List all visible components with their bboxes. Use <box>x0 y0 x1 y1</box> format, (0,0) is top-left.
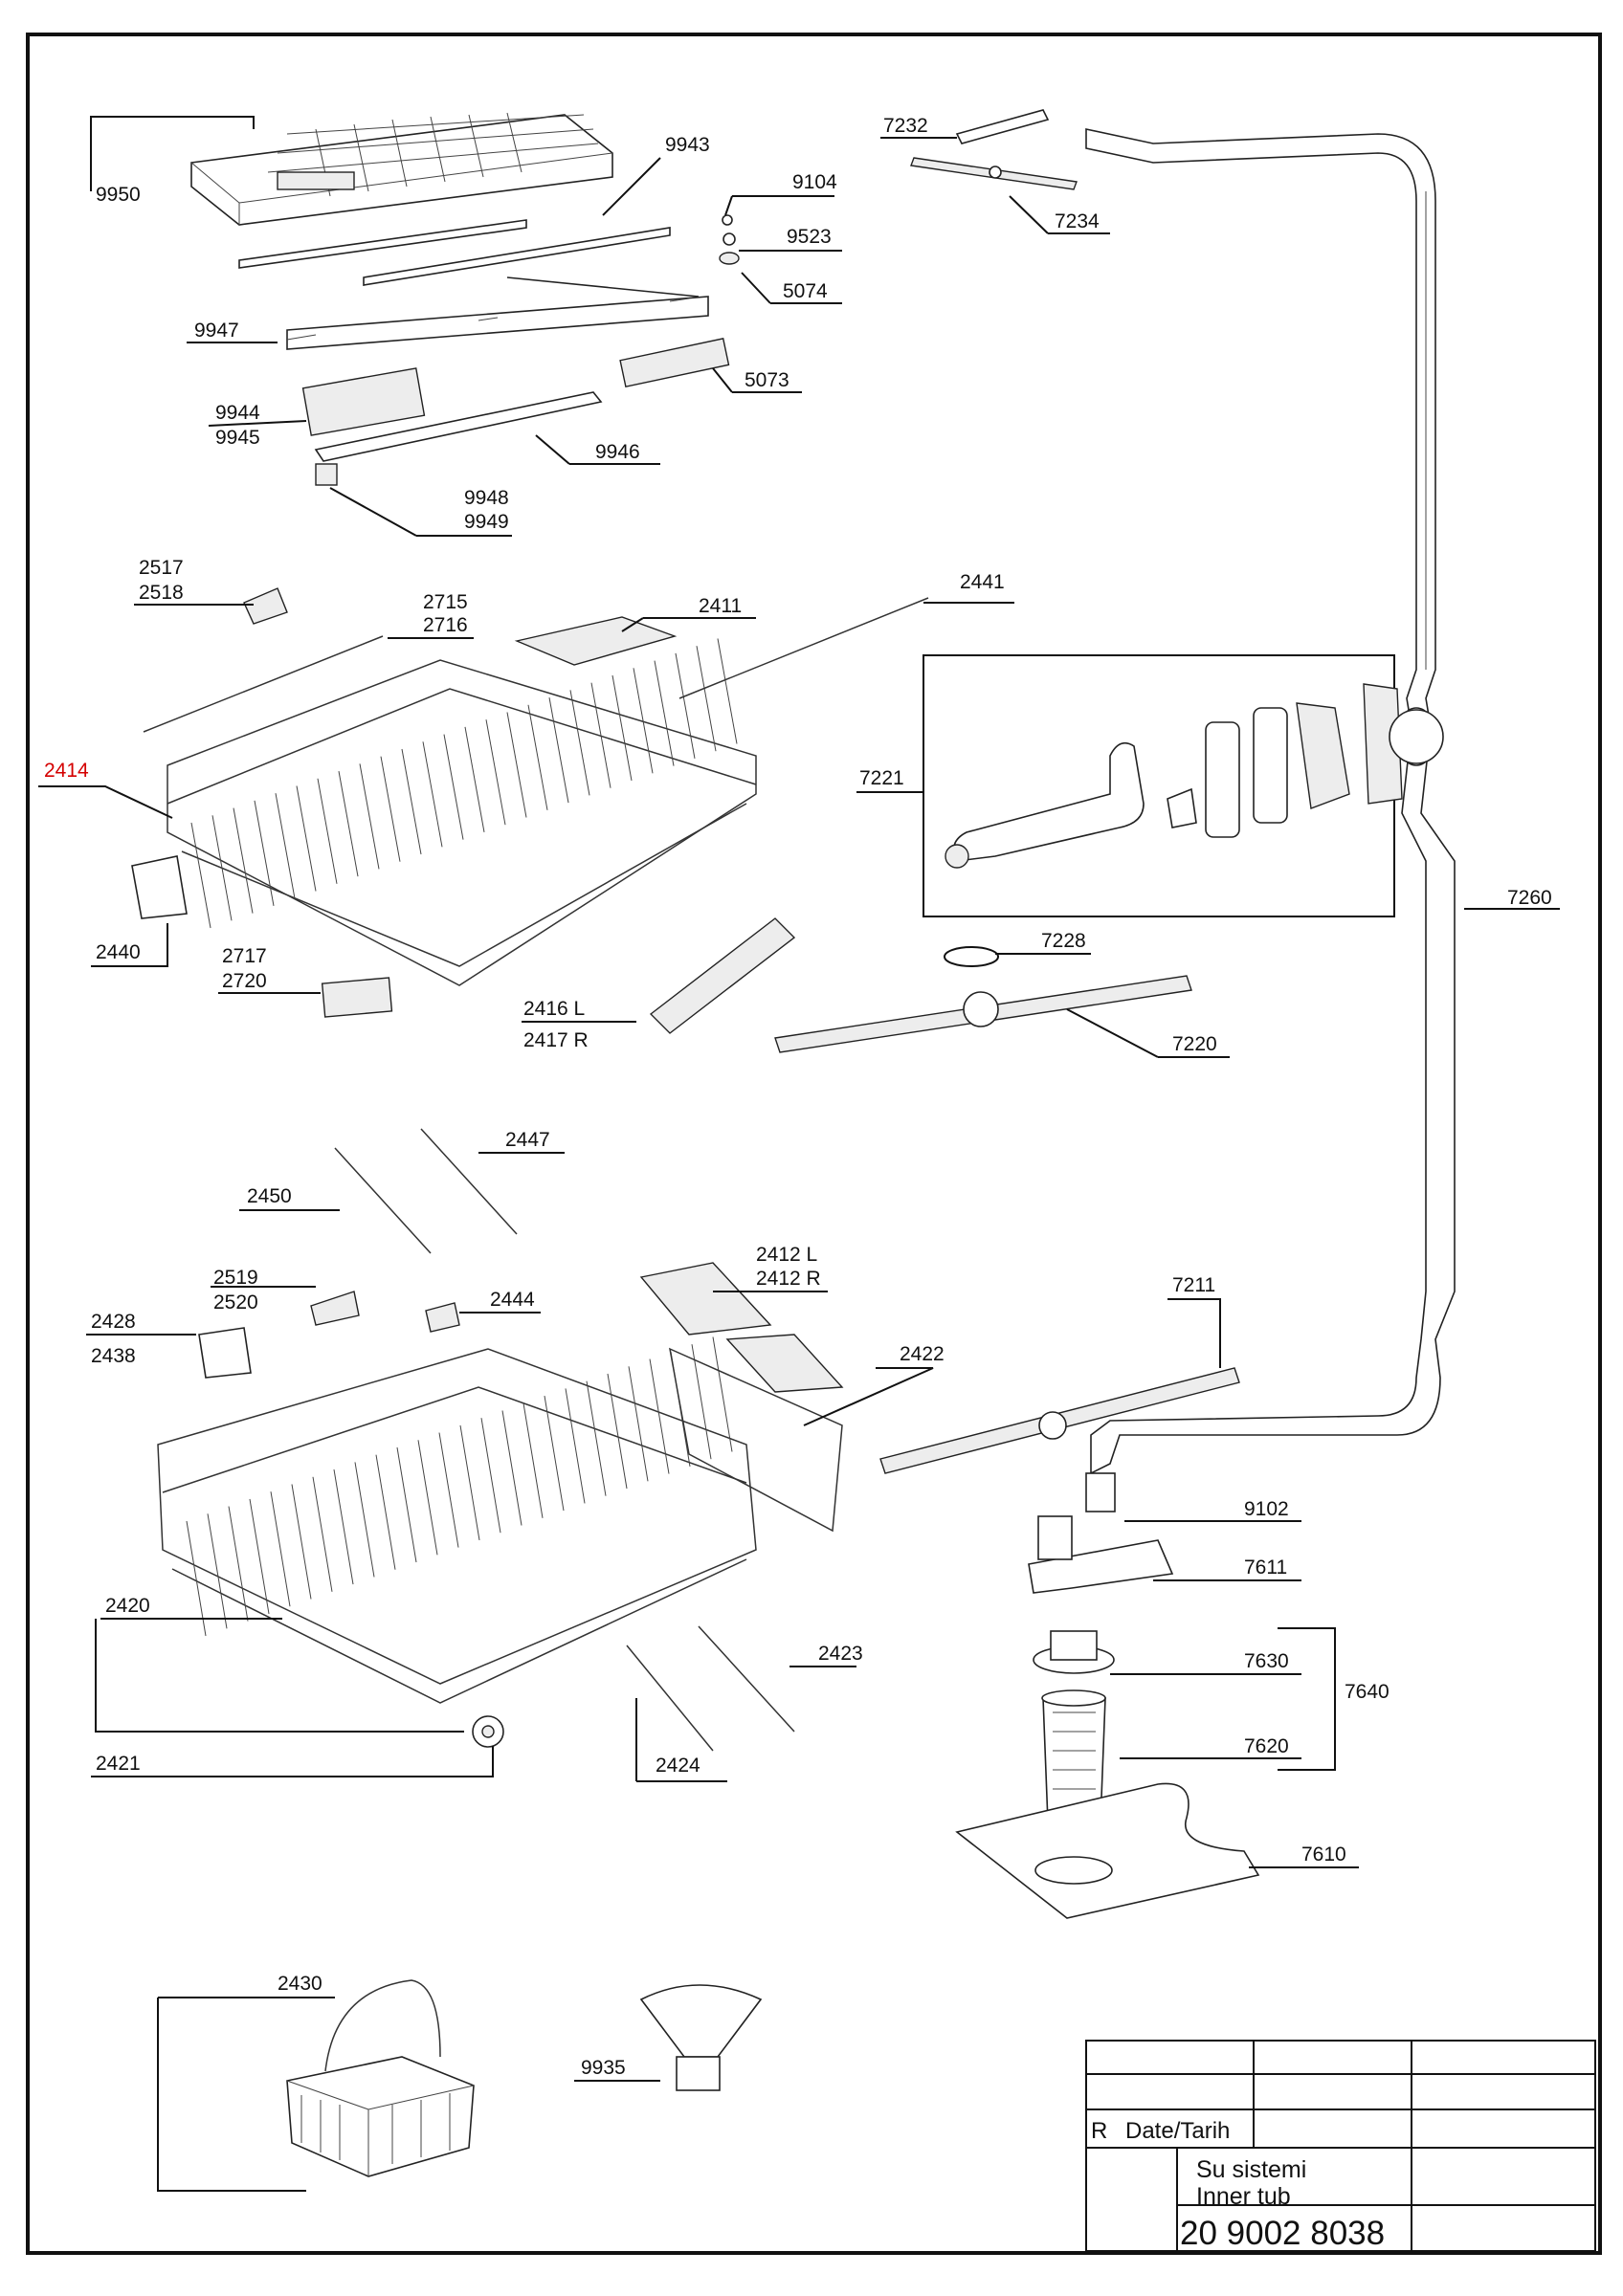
lower-spray-arm-sump <box>879 1367 1260 1919</box>
title-block-drawing-number: 20 9002 8038 <box>1180 2215 1385 2252</box>
title-block-revision: R <box>1091 2118 1107 2144</box>
leader-line-5073-b <box>712 367 733 393</box>
part-label-7232: 7232 <box>883 115 928 137</box>
leader-line-7640 <box>1278 1627 1336 1771</box>
part-label-7620: 7620 <box>1244 1735 1289 1757</box>
part-label-2520: 2520 <box>213 1292 258 1314</box>
part-label-2450: 2450 <box>247 1185 292 1207</box>
leader-line-2440 <box>91 923 168 967</box>
part-label-2414: 2414 <box>44 760 89 782</box>
part-label-2417r: 2417 R <box>523 1029 589 1051</box>
middle-spray-arm <box>774 946 1192 1053</box>
part-label-7221: 7221 <box>859 767 904 789</box>
part-label-9948: 9948 <box>464 487 509 509</box>
part-label-9102: 9102 <box>1244 1498 1289 1520</box>
part-label-9104: 9104 <box>792 171 837 193</box>
part-label-2447: 2447 <box>505 1129 550 1151</box>
part-label-2422: 2422 <box>900 1343 945 1365</box>
part-label-9943: 9943 <box>665 134 710 156</box>
part-label-2416l: 2416 L <box>523 998 585 1020</box>
part-label-2423: 2423 <box>818 1643 863 1665</box>
leader-line-9946-b <box>535 434 570 465</box>
part-label-9945: 9945 <box>215 427 260 449</box>
part-label-2412l: 2412 L <box>756 1244 817 1266</box>
part-label-7211: 7211 <box>1172 1274 1215 1296</box>
salt-funnel <box>639 1984 763 2091</box>
part-label-9947: 9947 <box>194 320 239 342</box>
leader-line-7220-b <box>1066 1008 1159 1058</box>
top-spray-arm <box>910 109 1078 190</box>
cutlery-basket <box>286 1979 475 2177</box>
part-label-5074: 5074 <box>783 280 828 302</box>
part-label-7228: 7228 <box>1041 930 1086 952</box>
leader-line-2414 <box>38 785 173 819</box>
part-label-7640: 7640 <box>1345 1681 1390 1703</box>
part-label-2411: 2411 <box>699 595 742 617</box>
leader-line-9104-b <box>724 195 733 216</box>
part-label-2715: 2715 <box>423 591 468 613</box>
leader-line-7211 <box>1167 1298 1221 1368</box>
part-label-2519: 2519 <box>213 1267 258 1289</box>
leader-line-7234-b <box>1009 195 1049 234</box>
part-label-9523: 9523 <box>787 226 832 248</box>
leader-lines <box>38 116 1560 2192</box>
part-label-7260: 7260 <box>1507 887 1552 909</box>
diverter-inset <box>923 654 1444 917</box>
part-label-2424: 2424 <box>656 1755 700 1777</box>
part-label-2440: 2440 <box>96 941 141 963</box>
part-label-7630: 7630 <box>1244 1650 1289 1672</box>
part-label-2428: 2428 <box>91 1311 136 1333</box>
part-label-2717: 2717 <box>222 945 267 967</box>
part-label-5073: 5073 <box>745 369 789 391</box>
part-label-9944: 9944 <box>215 402 260 424</box>
part-label-2517: 2517 <box>139 557 184 579</box>
part-label-9949: 9949 <box>464 511 509 533</box>
leader-line-9944 <box>208 420 307 427</box>
drawing-frame <box>26 33 1602 2255</box>
part-label-9950: 9950 <box>96 184 141 206</box>
title-block-date-label: Date/Tarih <box>1125 2118 1230 2144</box>
leader-line-2422 <box>803 1367 934 1426</box>
part-label-2720: 2720 <box>222 970 267 992</box>
part-label-2420: 2420 <box>105 1595 150 1617</box>
leader-line-9948-b <box>329 487 417 537</box>
part-label-2430: 2430 <box>278 1973 322 1995</box>
cutlery-tray-assembly <box>190 112 740 486</box>
title-block-system-tr: Su sistemi <box>1196 2156 1306 2183</box>
leader-line-5074-b <box>741 272 771 304</box>
part-label-9935: 9935 <box>581 2057 626 2079</box>
leader-line-2421 <box>91 1746 494 1777</box>
part-label-7610: 7610 <box>1301 1843 1346 1866</box>
part-label-2441: 2441 <box>960 571 1005 593</box>
part-label-7234: 7234 <box>1055 210 1100 232</box>
leader-line-9950 <box>90 116 255 191</box>
part-label-2438: 2438 <box>91 1345 136 1367</box>
part-label-2518: 2518 <box>139 582 184 604</box>
part-label-7220: 7220 <box>1172 1033 1217 1055</box>
part-label-2716: 2716 <box>423 614 468 636</box>
part-label-7611: 7611 <box>1244 1556 1287 1578</box>
part-label-9946: 9946 <box>595 441 640 463</box>
part-label-2412r: 2412 R <box>756 1268 821 1290</box>
upper-basket <box>131 587 929 1034</box>
leader-line-9943 <box>602 157 661 216</box>
part-label-2421: 2421 <box>96 1753 141 1775</box>
leader-line-2430-b <box>157 1998 306 2192</box>
title-block: R Date/Tarih Su sistemi Inner tub 20 900… <box>1085 2040 1596 2252</box>
leader-line-2420-b <box>95 1619 464 1733</box>
lower-basket <box>157 1128 844 1752</box>
part-label-2444: 2444 <box>490 1289 535 1311</box>
title-block-system-en: Inner tub <box>1196 2183 1291 2210</box>
leader-line-2411-b <box>621 617 644 632</box>
